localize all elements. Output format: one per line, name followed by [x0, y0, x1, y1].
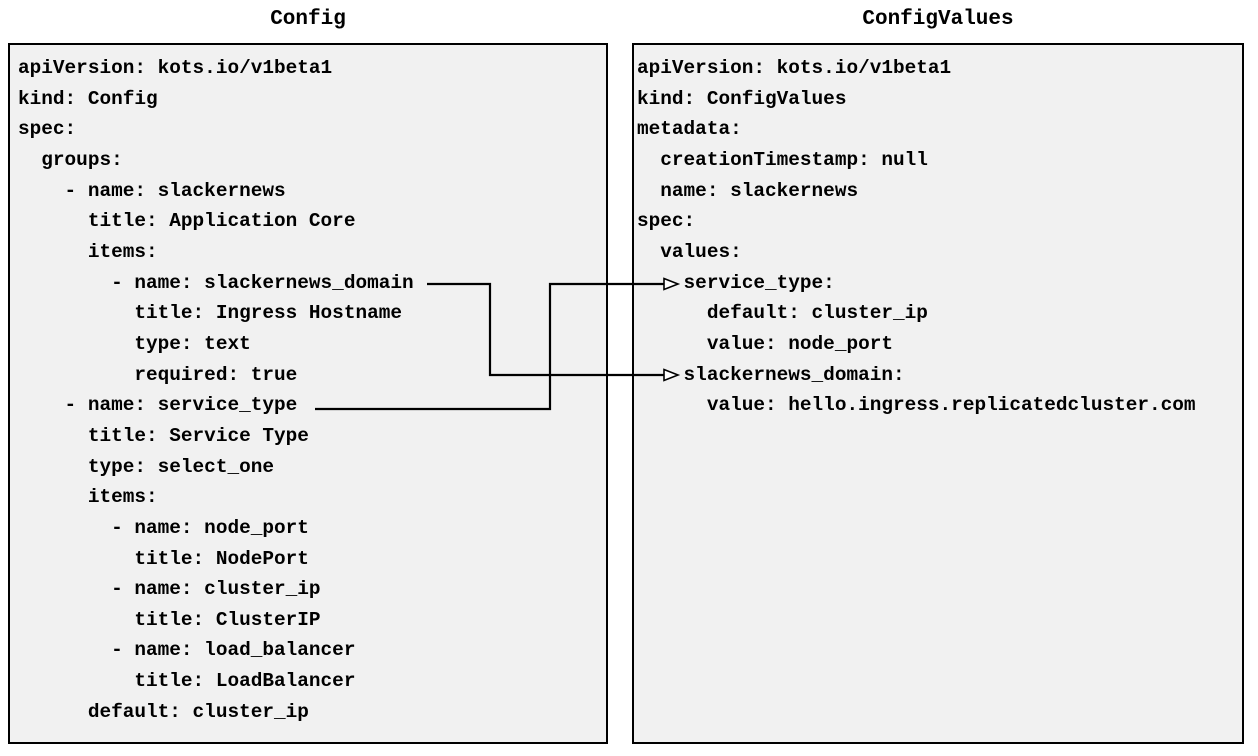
yaml-code-line: groups: — [18, 148, 123, 171]
yaml-code-line: metadata: — [637, 118, 742, 141]
yaml-code-line: spec: — [637, 210, 696, 233]
yaml-code-line: type: select_one — [18, 455, 274, 478]
yaml-code-line: - name: cluster_ip — [18, 578, 321, 601]
yaml-code-line: slackernews_domain: — [637, 363, 905, 386]
configvalues-panel-title: ConfigValues — [862, 8, 1014, 31]
yaml-code-line: name: slackernews — [637, 179, 859, 202]
yaml-code-line: creationTimestamp: null — [637, 148, 928, 171]
yaml-code-line: values: — [637, 240, 742, 263]
yaml-code-line: default: cluster_ip — [637, 302, 928, 325]
yaml-code-line: value: hello.ingress.replicatedcluster.c… — [637, 394, 1196, 417]
yaml-code-line: apiVersion: kots.io/v1beta1 — [637, 57, 952, 79]
yaml-code-line: - name: service_type — [18, 394, 298, 417]
config-panel-title: Config — [270, 8, 346, 31]
yaml-code-line: - name: slackernews_domain — [18, 271, 414, 294]
config-yaml-panel: apiVersion: kots.io/v1beta1 kind: Config s… — [8, 43, 608, 744]
yaml-code-line: title: ClusterIP — [18, 608, 321, 631]
yaml-code-line: items: — [18, 486, 158, 509]
yaml-code-line: title: Service Type — [18, 424, 309, 447]
yaml-code-line: - name: node_port — [18, 516, 309, 539]
yaml-code-line: title: Ingress Hostname — [18, 302, 402, 325]
yaml-code-line: title: NodePort — [18, 547, 309, 570]
configvalues-yaml-panel: apiVersion: kots.io/v1beta1 kind: ConfigV… — [632, 43, 1244, 744]
yaml-code-line: apiVersion: kots.io/v1beta1 — [18, 57, 333, 79]
yaml-code-line: title: LoadBalancer — [18, 670, 356, 693]
yaml-code-line: default: cluster_ip — [18, 700, 309, 723]
yaml-code-line: kind: ConfigValues — [637, 87, 847, 110]
yaml-code-line: spec: — [18, 118, 77, 141]
yaml-code-line: title: Application Core — [18, 210, 356, 233]
yaml-code-line: kind: Config — [18, 87, 158, 110]
yaml-code-line: value: node_port — [637, 332, 893, 355]
yaml-code-line: items: — [18, 240, 158, 263]
yaml-code-line: type: text — [18, 332, 251, 355]
yaml-code-line: service_type: — [637, 271, 835, 294]
yaml-code-line: required: true — [18, 363, 298, 386]
yaml-code-line: - name: load_balancer — [18, 639, 356, 662]
yaml-code-line: - name: slackernews — [18, 179, 286, 202]
